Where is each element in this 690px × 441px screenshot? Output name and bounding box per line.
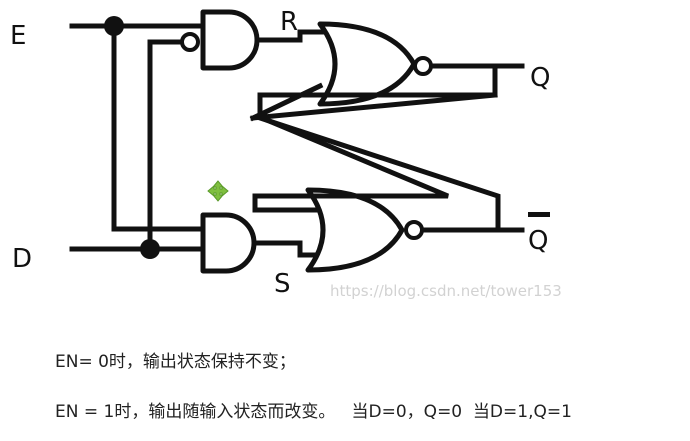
upper-nor-bubble (413, 56, 433, 76)
q-bar-feedback-wire (249, 82, 498, 213)
feedback-wires (249, 63, 525, 233)
upper-nor-gate (317, 21, 417, 107)
e-to-lower-and-wire (111, 23, 206, 232)
lower-and-gate (200, 212, 257, 274)
e-junction-dot (104, 16, 124, 36)
q-label: Q (530, 63, 550, 93)
r-wire (254, 29, 333, 43)
d-label: D (12, 244, 32, 274)
watermark: https://blog.csdn.net/tower153 (330, 282, 562, 300)
r-label: R (280, 7, 298, 37)
note-enable-low: EN= 0时，输出状态保持不变； (55, 352, 296, 372)
inverter-bubble (180, 32, 200, 52)
input-wires (69, 23, 206, 252)
upper-and-gate (200, 9, 260, 71)
move-cursor-icon[interactable] (207, 180, 229, 202)
lower-nor-gate (305, 187, 405, 273)
note-enable-high: EN = 1时，输出随输入状态而改变。 当D=0，Q=0 当D=1,Q=1 (55, 402, 572, 422)
lower-nor-bubble (404, 220, 424, 240)
e-label: E (10, 21, 26, 51)
q-bar-overline (528, 212, 550, 217)
d-junction-dot (140, 239, 160, 259)
q-bar-label: Q (528, 226, 548, 256)
q-feedback-wire (257, 63, 501, 233)
s-label: S (274, 269, 291, 299)
d-latch-circuit: E D R S Q Q https://blog.csdn.net/tower1… (10, 7, 562, 300)
d-to-upper-and-wire (147, 39, 184, 252)
